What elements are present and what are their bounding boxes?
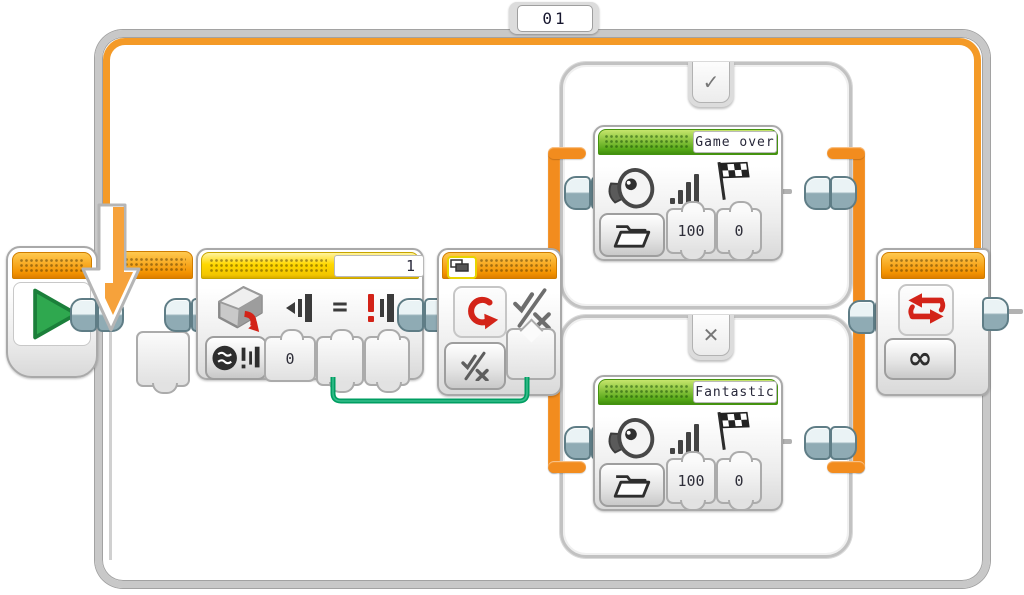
plug-notch	[681, 451, 705, 462]
loop-end-block[interactable]: ∞	[876, 248, 990, 396]
compare-result-icon	[368, 294, 394, 322]
loop-start-anchor[interactable]	[136, 331, 190, 394]
speaker-icon	[608, 417, 655, 459]
volume-plug[interactable]: 100	[666, 201, 716, 261]
switch-false-tab[interactable]: ✕	[692, 315, 730, 356]
stud-pattern	[209, 258, 327, 272]
sequence-plug[interactable]	[397, 298, 424, 332]
sequence-plug[interactable]	[848, 300, 875, 334]
plug-notch	[280, 329, 304, 340]
play-type-flag-icon	[717, 411, 750, 450]
plug-stick	[776, 189, 792, 194]
sequence-plug[interactable]	[804, 426, 831, 460]
stud-pattern	[604, 384, 690, 398]
compare-threshold-plug[interactable]: 0	[264, 329, 316, 382]
volume-value: 100	[677, 472, 705, 490]
compare-output-plug-2[interactable]	[364, 329, 410, 393]
switch-left-rail-hook-top	[548, 147, 586, 159]
loop-sequence-path	[103, 38, 981, 283]
sequence-plug[interactable]	[70, 298, 97, 332]
plug-notch	[729, 451, 753, 462]
compare-threshold-value: 0	[285, 350, 295, 368]
touch-sensor-icon	[218, 286, 263, 332]
start-play-icon	[33, 288, 79, 340]
loop-sequence-line	[109, 330, 112, 560]
speaker-icon	[608, 167, 655, 209]
loop-mode-button[interactable]: ∞	[884, 338, 956, 380]
loop-end-header	[881, 252, 985, 279]
volume-plug[interactable]: 100	[666, 451, 716, 511]
sequence-plug[interactable]	[830, 176, 857, 210]
file-select-button[interactable]	[599, 463, 665, 507]
sequence-plug[interactable]	[164, 298, 191, 332]
volume-bars-icon	[670, 424, 699, 454]
compare-mode-icon	[212, 345, 260, 371]
volume-bars-icon	[670, 174, 699, 204]
play-type-value: 0	[734, 472, 744, 490]
plug-notch	[729, 201, 753, 212]
sequence-plug[interactable]	[830, 426, 857, 460]
compare-set-value[interactable]: 1	[334, 255, 424, 277]
switch-logic-input-plug[interactable]	[506, 318, 556, 380]
switch-icon-button	[453, 286, 507, 338]
file-folder-icon	[613, 225, 651, 248]
play-type-plug[interactable]: 0	[716, 201, 762, 261]
sound-block-header: Fantastic	[598, 379, 778, 405]
sequence-plug[interactable]	[564, 176, 591, 210]
volume-value: 100	[677, 222, 705, 240]
switch-right-rail-hook-bottom	[827, 461, 865, 473]
loop-exit-plug[interactable]	[982, 297, 1009, 331]
play-type-flag-icon	[717, 161, 750, 200]
sound-file-label[interactable]: Fantastic	[693, 381, 777, 403]
switch-mode-button[interactable]	[444, 342, 506, 390]
plug-stick	[1004, 309, 1023, 314]
switch-left-rail-hook-bottom	[548, 461, 586, 473]
plug-notch	[330, 329, 354, 340]
compare-mode-button[interactable]	[205, 336, 267, 380]
sound-block-header: Game over	[598, 129, 778, 155]
logic-type-icon	[513, 288, 551, 330]
equals-operator: =	[332, 292, 348, 322]
switch-true-tab[interactable]: ✓	[692, 62, 730, 103]
stud-pattern	[889, 258, 977, 272]
loop-end-icon-button	[898, 284, 954, 336]
file-folder-icon	[613, 475, 651, 498]
infinity-icon: ∞	[907, 341, 933, 376]
switch-right-rail-hook-top	[827, 147, 865, 159]
compare-block-header: 1	[201, 252, 424, 279]
sound-file-label[interactable]: Game over	[693, 131, 777, 153]
stud-pattern	[124, 257, 186, 271]
compare-output-plug[interactable]	[316, 329, 364, 393]
plug-stick	[776, 439, 792, 444]
file-select-button[interactable]	[599, 213, 665, 257]
stud-pattern	[604, 134, 690, 148]
loop-index-label[interactable]: 01	[517, 5, 593, 32]
measured-value-icon	[286, 294, 312, 322]
loop-end-arrows-icon	[908, 293, 946, 324]
switch-block-header	[442, 252, 557, 279]
tabbed-view-toggle-icon[interactable]	[447, 256, 477, 279]
stud-pattern	[19, 258, 83, 272]
true-tab-shadow: ✓	[688, 62, 734, 107]
loop-entry-arrow-icon	[81, 203, 141, 332]
sequence-plug[interactable]	[804, 176, 831, 210]
false-tab-shadow: ✕	[688, 315, 734, 360]
switch-icon	[468, 296, 499, 330]
play-type-plug[interactable]: 0	[716, 451, 762, 511]
play-type-value: 0	[734, 222, 744, 240]
plug-notch	[681, 201, 705, 212]
start-block-header	[12, 252, 92, 279]
sequence-plug[interactable]	[564, 426, 591, 460]
plug-notch	[377, 329, 401, 340]
stud-pattern	[479, 258, 551, 272]
logic-mode-icon	[461, 351, 489, 381]
